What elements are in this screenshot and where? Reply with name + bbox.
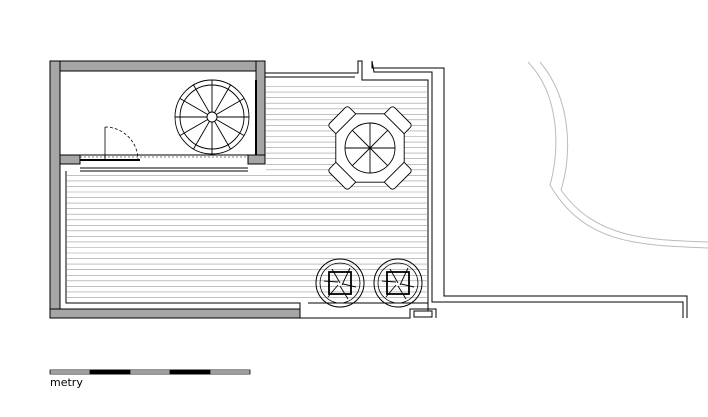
plant-stem bbox=[327, 284, 339, 298]
deck-outline bbox=[65, 171, 301, 311]
garden-curve-outer bbox=[527, 61, 708, 249]
plant-stem bbox=[385, 284, 397, 298]
planter-inner bbox=[319, 262, 361, 304]
garden-curve-inner bbox=[539, 61, 708, 243]
drain-box bbox=[413, 310, 433, 318]
table-segment bbox=[369, 147, 389, 167]
door-swing bbox=[104, 126, 139, 161]
wall-bottom bbox=[49, 308, 301, 319]
planters bbox=[315, 258, 423, 308]
deck-bottom-edge bbox=[300, 308, 437, 319]
plant-stem bbox=[381, 280, 397, 283]
plant-stem bbox=[323, 280, 339, 283]
planter-outer bbox=[315, 258, 365, 308]
scale-bar-segment bbox=[169, 369, 211, 375]
spiral-tread bbox=[216, 98, 245, 115]
spiral-newel bbox=[206, 111, 218, 123]
wall-stair-bottom-left bbox=[59, 154, 81, 165]
spiral-tread bbox=[214, 121, 231, 150]
spiral-tread bbox=[193, 84, 210, 113]
plant-stem bbox=[389, 268, 399, 284]
plant-stem bbox=[339, 285, 349, 300]
wall-left bbox=[49, 60, 61, 319]
spiral-staircase bbox=[174, 79, 250, 155]
plant-stem bbox=[331, 268, 341, 284]
scale-bar-segment bbox=[89, 369, 131, 375]
wall-stair-bottom-right bbox=[247, 154, 266, 165]
table-segment bbox=[351, 129, 371, 149]
planter-inner bbox=[377, 262, 419, 304]
plant-stem bbox=[342, 283, 357, 288]
plant-stem bbox=[397, 285, 407, 300]
planter-box bbox=[386, 271, 410, 295]
spiral-tread bbox=[179, 98, 208, 115]
round-table-with-chairs bbox=[328, 106, 412, 190]
spiral-tread bbox=[193, 121, 210, 150]
table-segment bbox=[369, 129, 389, 149]
spiral-tread bbox=[216, 119, 245, 136]
parapet-right-inner bbox=[371, 60, 684, 318]
garden-curves bbox=[527, 61, 708, 249]
terrace-outline bbox=[265, 60, 429, 311]
wall-top bbox=[49, 60, 266, 72]
spiral-tread bbox=[214, 84, 231, 113]
parapet-right bbox=[371, 61, 688, 318]
plant-stem bbox=[399, 267, 409, 286]
door-arc bbox=[104, 126, 139, 161]
table-segment bbox=[351, 147, 371, 167]
wall-stair-right bbox=[255, 60, 266, 165]
plant-stem bbox=[341, 267, 351, 286]
planter-outer bbox=[373, 258, 423, 308]
spiral-tread bbox=[179, 119, 208, 136]
outlines bbox=[59, 60, 688, 319]
planter-box bbox=[328, 271, 352, 295]
plant-stem bbox=[400, 283, 415, 288]
masonry-walls bbox=[49, 60, 301, 319]
scale-bar bbox=[49, 369, 251, 375]
scale-label: metry bbox=[50, 376, 83, 389]
